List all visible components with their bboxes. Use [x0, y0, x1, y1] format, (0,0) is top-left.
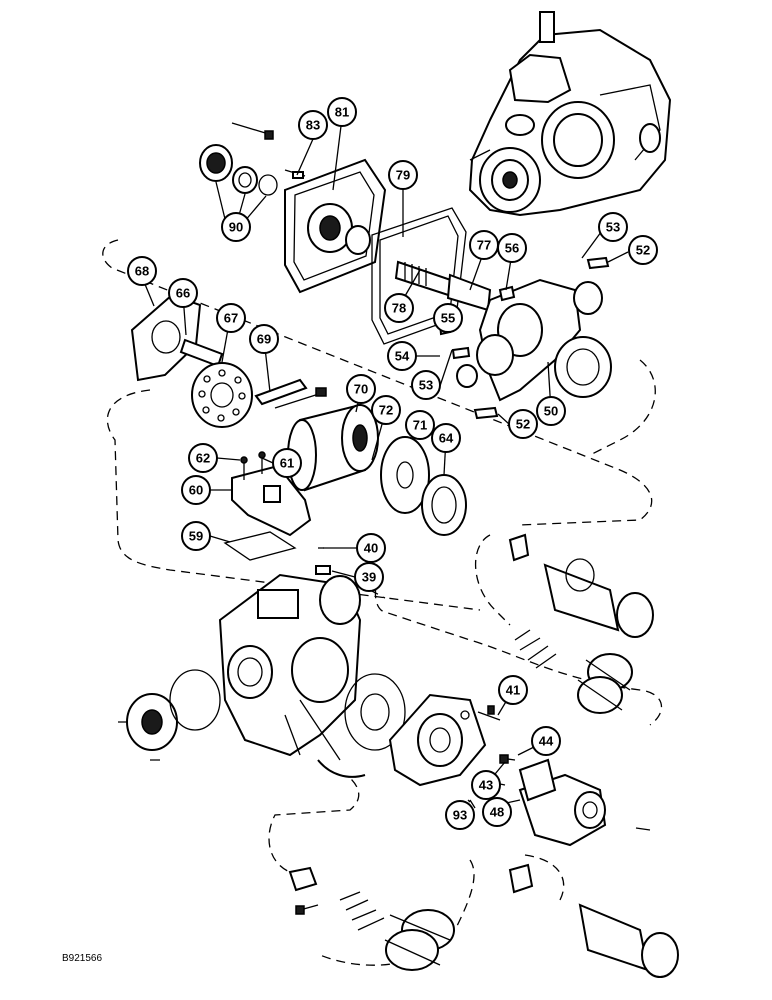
callout-52-lower-label: 52	[516, 417, 530, 432]
callout-66: 66	[168, 278, 198, 308]
callout-83: 83	[298, 110, 328, 140]
callout-56: 56	[497, 233, 527, 263]
callout-83-label: 83	[306, 118, 320, 133]
callout-93: 93	[445, 800, 475, 830]
gasket-59	[223, 531, 297, 561]
bearing-64	[421, 474, 467, 536]
assembled-pump-illustration	[468, 11, 672, 217]
flange-seal	[118, 669, 221, 761]
servo-piston-lower	[508, 863, 679, 978]
callout-54-label: 54	[395, 349, 410, 364]
valve-plate-68	[130, 293, 202, 382]
callout-81: 81	[327, 97, 357, 127]
drawing-code: B921566	[62, 953, 103, 964]
callout-52-upper-label: 52	[636, 243, 650, 258]
callout-50: 50	[536, 396, 566, 426]
callout-41-label: 41	[506, 683, 520, 698]
retainer-plate-67	[191, 362, 253, 428]
callout-40-label: 40	[364, 541, 378, 556]
springs-lower	[288, 866, 455, 971]
callout-53-lower: 53	[411, 370, 441, 400]
callout-70: 70	[346, 374, 376, 404]
callout-52-lower: 52	[508, 409, 538, 439]
callout-60-label: 60	[189, 483, 203, 498]
callout-54: 54	[387, 341, 417, 371]
callout-81-label: 81	[335, 105, 349, 120]
callout-90-label: 90	[229, 220, 243, 235]
callout-68-label: 68	[135, 264, 149, 279]
callout-66-label: 66	[176, 286, 190, 301]
callout-53-upper: 53	[598, 212, 628, 242]
callout-62-label: 62	[196, 451, 210, 466]
callout-72-label: 72	[379, 403, 393, 418]
callout-78: 78	[384, 293, 414, 323]
callout-61-label: 61	[280, 456, 294, 471]
seal-39-40	[315, 547, 331, 575]
callout-43-label: 43	[479, 778, 493, 793]
callout-59-label: 59	[189, 529, 203, 544]
callout-44-label: 44	[539, 734, 554, 749]
callout-77: 77	[469, 230, 499, 260]
callout-69-label: 69	[257, 332, 271, 347]
charge-pump-housing	[388, 693, 487, 787]
pin-66	[179, 338, 224, 368]
callout-64: 64	[431, 423, 461, 453]
callout-40: 40	[356, 533, 386, 563]
callout-78-label: 78	[392, 301, 406, 316]
springs-upper	[514, 629, 633, 714]
callout-62: 62	[188, 443, 218, 473]
callout-50-label: 50	[544, 404, 558, 419]
callout-59: 59	[181, 521, 211, 551]
callout-68: 68	[127, 256, 157, 286]
callout-71-label: 71	[413, 418, 427, 433]
callout-70-label: 70	[354, 382, 368, 397]
main-housing	[218, 573, 362, 761]
callout-77-label: 77	[477, 238, 491, 253]
servo-piston-upper	[508, 533, 654, 638]
callout-41: 41	[498, 675, 528, 705]
callout-72: 72	[371, 395, 401, 425]
callout-69: 69	[249, 324, 279, 354]
callout-39-label: 39	[362, 570, 376, 585]
callout-71: 71	[405, 410, 435, 440]
callout-61: 61	[272, 448, 302, 478]
callout-90: 90	[221, 212, 251, 242]
callout-55-label: 55	[441, 311, 455, 326]
callout-64-label: 64	[439, 431, 454, 446]
cylinder-block-70	[287, 403, 379, 492]
swashplate-50	[438, 256, 612, 420]
callout-39: 39	[354, 562, 384, 592]
callout-67: 67	[216, 303, 246, 333]
leader-lines	[141, 125, 629, 809]
link-69	[254, 378, 327, 409]
callout-67-label: 67	[224, 311, 238, 326]
callout-44: 44	[531, 726, 561, 756]
callout-48-label: 48	[490, 805, 504, 820]
callout-60: 60	[181, 475, 211, 505]
callout-79: 79	[388, 160, 418, 190]
callout-55: 55	[433, 303, 463, 333]
callout-53-upper-label: 53	[606, 220, 620, 235]
end-cover-gasket	[344, 673, 406, 751]
snap-ring	[317, 759, 366, 778]
callout-43: 43	[471, 770, 501, 800]
callout-53-lower-label: 53	[419, 378, 433, 393]
relief-valve	[518, 758, 607, 847]
callout-93-label: 93	[453, 808, 467, 823]
shoe-plate-71	[380, 436, 430, 514]
callout-48: 48	[482, 797, 512, 827]
callout-79-label: 79	[396, 168, 410, 183]
callout-52-upper: 52	[628, 235, 658, 265]
callout-56-label: 56	[505, 241, 519, 256]
cover-plate-81	[284, 158, 387, 294]
seal-set-90	[199, 144, 278, 196]
group-boundary-lines	[102, 239, 663, 966]
